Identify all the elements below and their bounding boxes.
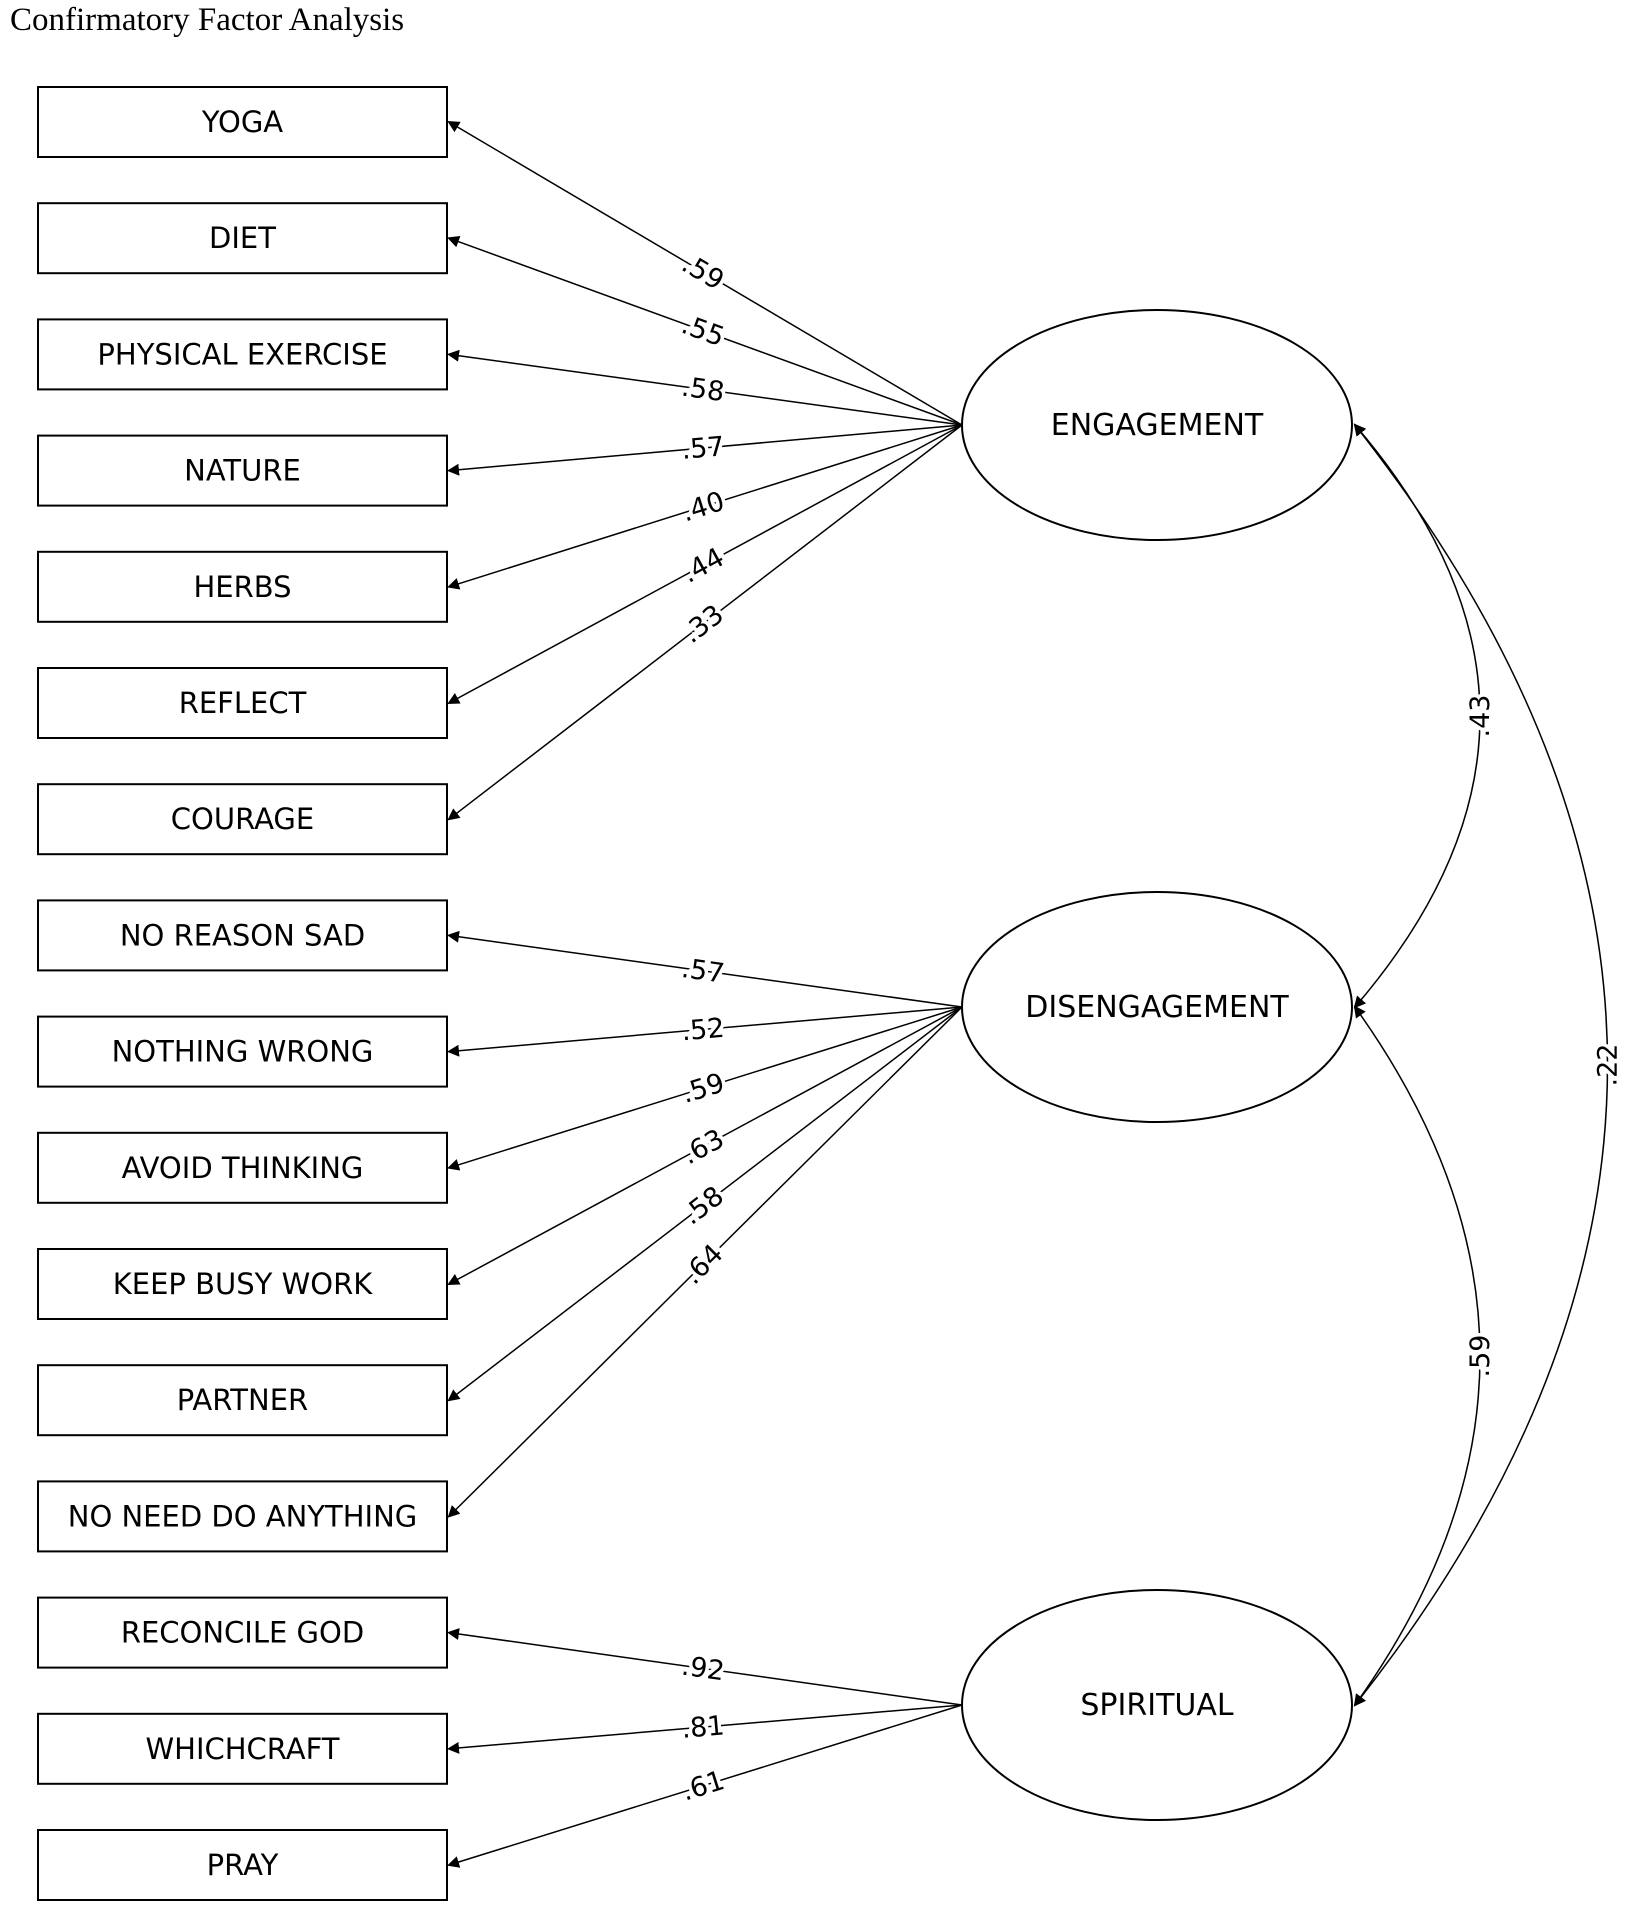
factor-label-engagement: ENGAGEMENT <box>1051 408 1264 443</box>
indicator-box-yoga <box>37 86 448 158</box>
factor-ellipse-spiritual <box>961 1589 1353 1821</box>
loading-value-whichcraft: .81 <box>680 1710 725 1745</box>
loading-arrow-nothing-wrong <box>447 1006 963 1057</box>
loading-arrow-partner <box>447 1006 963 1402</box>
loading-arrow-keep-busy-work <box>447 1006 963 1285</box>
loading-value-physical-exercise: .58 <box>680 372 727 409</box>
indicator-label-whichcraft: WHICHCRAFT <box>145 1732 339 1766</box>
loading-arrow-yoga <box>447 120 963 426</box>
loading-arrow-no-need-do-anything <box>447 1006 963 1518</box>
loading-value-partner: .58 <box>677 1181 730 1232</box>
indicator-label-courage: COURAGE <box>171 802 314 836</box>
loading-value-keep-busy-work: .63 <box>677 1123 730 1171</box>
indicator-label-keep-busy-work: KEEP BUSY WORK <box>113 1267 373 1301</box>
indicator-label-nothing-wrong: NOTHING WRONG <box>112 1035 374 1069</box>
loading-value-avoid-thinking: .59 <box>678 1067 728 1109</box>
loading-arrow-physical-exercise <box>447 349 963 426</box>
indicator-box-no-need-do-anything <box>37 1480 448 1553</box>
loading-arrow-avoid-thinking <box>447 1006 963 1171</box>
loading-value-pray: .61 <box>678 1765 728 1807</box>
correlation-value-disengagement-spiritual: .59 <box>1465 1335 1496 1378</box>
loading-arrow-reflect <box>447 424 963 704</box>
correlation-curve-engagement-disengagement <box>1353 423 1481 1009</box>
diagram-title: Confirmatory Factor Analysis <box>10 2 404 38</box>
indicator-label-diet: DIET <box>209 221 276 255</box>
correlation-value-engagement-spiritual: .22 <box>1593 1044 1624 1087</box>
loading-paths: .59.55.58.57.40.44.33.57.52.59.63.58.64.… <box>447 120 963 1868</box>
indicator-box-pray <box>37 1829 448 1901</box>
loading-value-nothing-wrong: .52 <box>680 1013 725 1048</box>
indicator-box-diet <box>37 202 448 275</box>
indicator-box-avoid-thinking <box>37 1131 448 1204</box>
loading-arrow-courage <box>447 424 963 821</box>
indicator-label-pray: PRAY <box>207 1848 279 1882</box>
factor-correlations: .43 .59 .22 <box>1353 423 1627 1707</box>
correlation-curve-disengagement-spiritual <box>1353 1005 1481 1707</box>
factor-label-disengagement: DISENGAGEMENT <box>1025 990 1289 1025</box>
indicator-label-reflect: REFLECT <box>179 686 307 720</box>
indicator-label-nature: NATURE <box>184 454 301 488</box>
indicator-box-reconcile-god <box>37 1596 448 1669</box>
loading-arrow-herbs <box>447 424 963 590</box>
factor-ellipse-disengagement <box>961 891 1353 1123</box>
loading-value-reconcile-god: .92 <box>679 1651 726 1688</box>
loading-value-herbs: .40 <box>678 486 728 528</box>
loading-value-courage: .33 <box>677 599 730 650</box>
indicator-box-physical-exercise <box>37 318 448 391</box>
indicator-box-keep-busy-work <box>37 1248 448 1320</box>
loading-value-nature: .57 <box>680 431 726 466</box>
loading-arrow-nature <box>447 424 963 476</box>
indicator-label-partner: PARTNER <box>177 1383 308 1417</box>
indicator-label-yoga: YOGA <box>201 105 283 139</box>
indicator-box-partner <box>37 1364 448 1437</box>
indicator-box-herbs <box>37 550 448 623</box>
loading-arrow-whichcraft <box>447 1704 963 1754</box>
factor-ellipse-engagement <box>961 309 1353 541</box>
factor-label-spiritual: SPIRITUAL <box>1080 1688 1233 1723</box>
correlation-curve-engagement-spiritual <box>1353 423 1609 1707</box>
indicator-box-courage <box>37 783 448 856</box>
indicator-label-reconcile-god: RECONCILE GOD <box>121 1616 364 1650</box>
loading-value-diet: .55 <box>677 309 728 353</box>
loading-value-no-reason-sad: .57 <box>680 953 727 990</box>
indicator-label-herbs: HERBS <box>193 570 291 604</box>
indicator-box-whichcraft <box>37 1712 448 1785</box>
loading-arrow-pray <box>447 1704 963 1868</box>
indicator-box-nature <box>37 434 448 507</box>
loading-value-yoga: .59 <box>676 248 729 297</box>
correlation-value-engagement-disengagement: .43 <box>1465 695 1496 738</box>
indicator-label-no-reason-sad: NO REASON SAD <box>120 918 365 952</box>
indicator-label-physical-exercise: PHYSICAL EXERCISE <box>97 337 387 371</box>
loading-arrow-reconcile-god <box>447 1628 963 1706</box>
indicator-label-no-need-do-anything: NO NEED DO ANYTHING <box>68 1499 418 1533</box>
factor-ellipses: ENGAGEMENT DISENGAGEMENT SPIRITUAL <box>961 309 1353 1821</box>
loading-arrow-no-reason-sad <box>447 930 963 1008</box>
indicator-box-no-reason-sad <box>37 899 448 972</box>
indicator-boxes: YOGA DIET PHYSICAL EXERCISE NATURE HERBS REFL… <box>37 86 448 1901</box>
loading-value-reflect: .44 <box>677 542 730 590</box>
indicator-box-reflect <box>37 667 448 739</box>
indicator-box-nothing-wrong <box>37 1015 448 1088</box>
loading-arrow-diet <box>447 235 963 426</box>
indicator-label-avoid-thinking: AVOID THINKING <box>122 1151 364 1185</box>
